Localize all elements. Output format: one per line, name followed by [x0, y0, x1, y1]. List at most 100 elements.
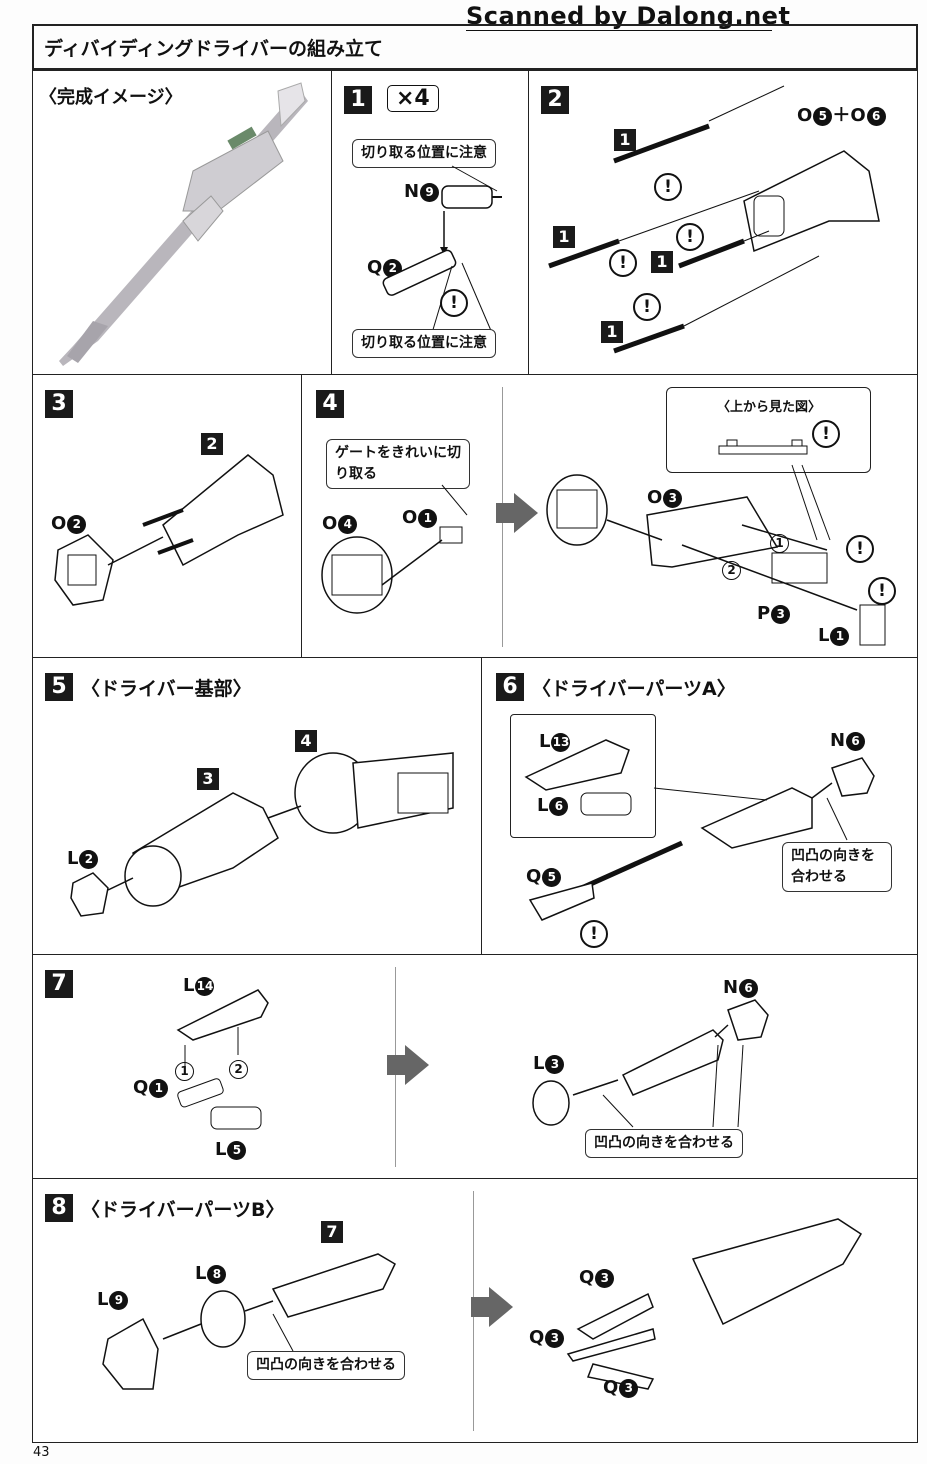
step2-ref-1b: 1 [553, 226, 575, 248]
step7-align-note: 凹凸の向きを合わせる [585, 1129, 743, 1158]
step2-warning-icon-b: ! [609, 249, 637, 277]
part-number: 3 [663, 489, 683, 508]
step1-number: 1 [344, 86, 372, 114]
part-letter: N [830, 730, 846, 751]
part-number: 2 [79, 850, 99, 869]
step4-order-2: 2 [722, 559, 741, 580]
plus-sign: ＋ [832, 105, 851, 126]
step1-cut-note-top: 切り取る位置に注意 [352, 139, 496, 168]
part-letter: O [797, 105, 813, 126]
part-letter: P [757, 603, 771, 624]
part-number: 6 [549, 797, 569, 816]
part-letter: L [215, 1139, 227, 1160]
preview-label: 〈完成イメージ〉 [39, 87, 183, 108]
part-number: 6 [866, 107, 886, 126]
step4-order-1: 1 [770, 532, 789, 553]
part-letter: Q [579, 1267, 595, 1288]
part-letter: Q [526, 866, 542, 887]
step6-align-note: 凹凸の向きを合わせる [782, 842, 892, 892]
part-letter: L [195, 1263, 207, 1284]
part-letter: L [97, 1289, 109, 1310]
step6-title: 〈ドライバーパーツA〉 [532, 678, 736, 700]
step3-assembly-drawing [54, 454, 284, 606]
step2-number: 2 [541, 86, 569, 114]
order-marker: 1 [770, 534, 789, 553]
part-letter: N [404, 181, 420, 202]
part-number: 1 [418, 509, 438, 528]
step2-ref-1d: 1 [601, 321, 623, 343]
part-number: 13 [551, 733, 571, 752]
page-title: ディバイディングドライバーの組み立て [32, 24, 918, 70]
part-letter: L [67, 848, 79, 869]
part-letter: Q [603, 1377, 619, 1398]
step7-number: 7 [45, 970, 73, 998]
step8-assembly-drawing [102, 1218, 863, 1390]
step2-warning-icon-a: ! [654, 173, 682, 201]
part-number: 1 [149, 1079, 169, 1098]
part-number: 1 [830, 627, 850, 646]
step2-assembly-drawing [548, 85, 880, 354]
part-letter: L [183, 975, 195, 996]
top-view-drawing [718, 439, 808, 455]
step6-number: 6 [496, 673, 524, 701]
part-letter: O [850, 105, 866, 126]
part-letter: Q [133, 1077, 149, 1098]
part-number: 5 [227, 1141, 247, 1160]
part-letter: O [322, 513, 338, 534]
step5-title: 〈ドライバー基部〉 [81, 678, 252, 700]
part-number: 3 [771, 605, 791, 624]
part-letter: L [818, 625, 830, 646]
part-number: 6 [739, 979, 759, 998]
part-letter: O [51, 513, 67, 534]
step1-quantity: ×4 [387, 85, 439, 112]
top-view-warning-icon: ! [812, 420, 840, 448]
step6-warning-icon: ! [580, 920, 608, 948]
watermark-underline [466, 30, 772, 31]
preview-driver-illustration [59, 82, 308, 366]
step8-flow-arrow [471, 1287, 513, 1327]
part-letter: L [537, 795, 549, 816]
step5-assembly-drawing [70, 752, 454, 917]
part-number: 3 [619, 1379, 639, 1398]
step7-order-2: 2 [229, 1058, 248, 1079]
step5-ref-4: 4 [295, 730, 317, 752]
step4-number: 4 [316, 390, 344, 418]
top-view-label: 〈上から見た図〉 [717, 400, 822, 415]
part-number: 6 [846, 732, 866, 751]
part-letter: O [402, 507, 418, 528]
part-number: 8 [207, 1265, 227, 1284]
part-letter: O [647, 487, 663, 508]
step4-warning-icon-a: ! [846, 535, 874, 563]
step8-number: 8 [45, 1194, 73, 1222]
step1-warning-icon: ! [440, 289, 468, 317]
part-number: 3 [545, 1055, 565, 1074]
step2-warning-icon-c: ! [676, 223, 704, 251]
part-number: 4 [338, 515, 358, 534]
part-number: 2 [67, 515, 87, 534]
part-letter: Q [529, 1327, 545, 1348]
part-letter: N [723, 977, 739, 998]
step4-top-view-inset: 〈上から見た図〉 ! [666, 387, 871, 473]
